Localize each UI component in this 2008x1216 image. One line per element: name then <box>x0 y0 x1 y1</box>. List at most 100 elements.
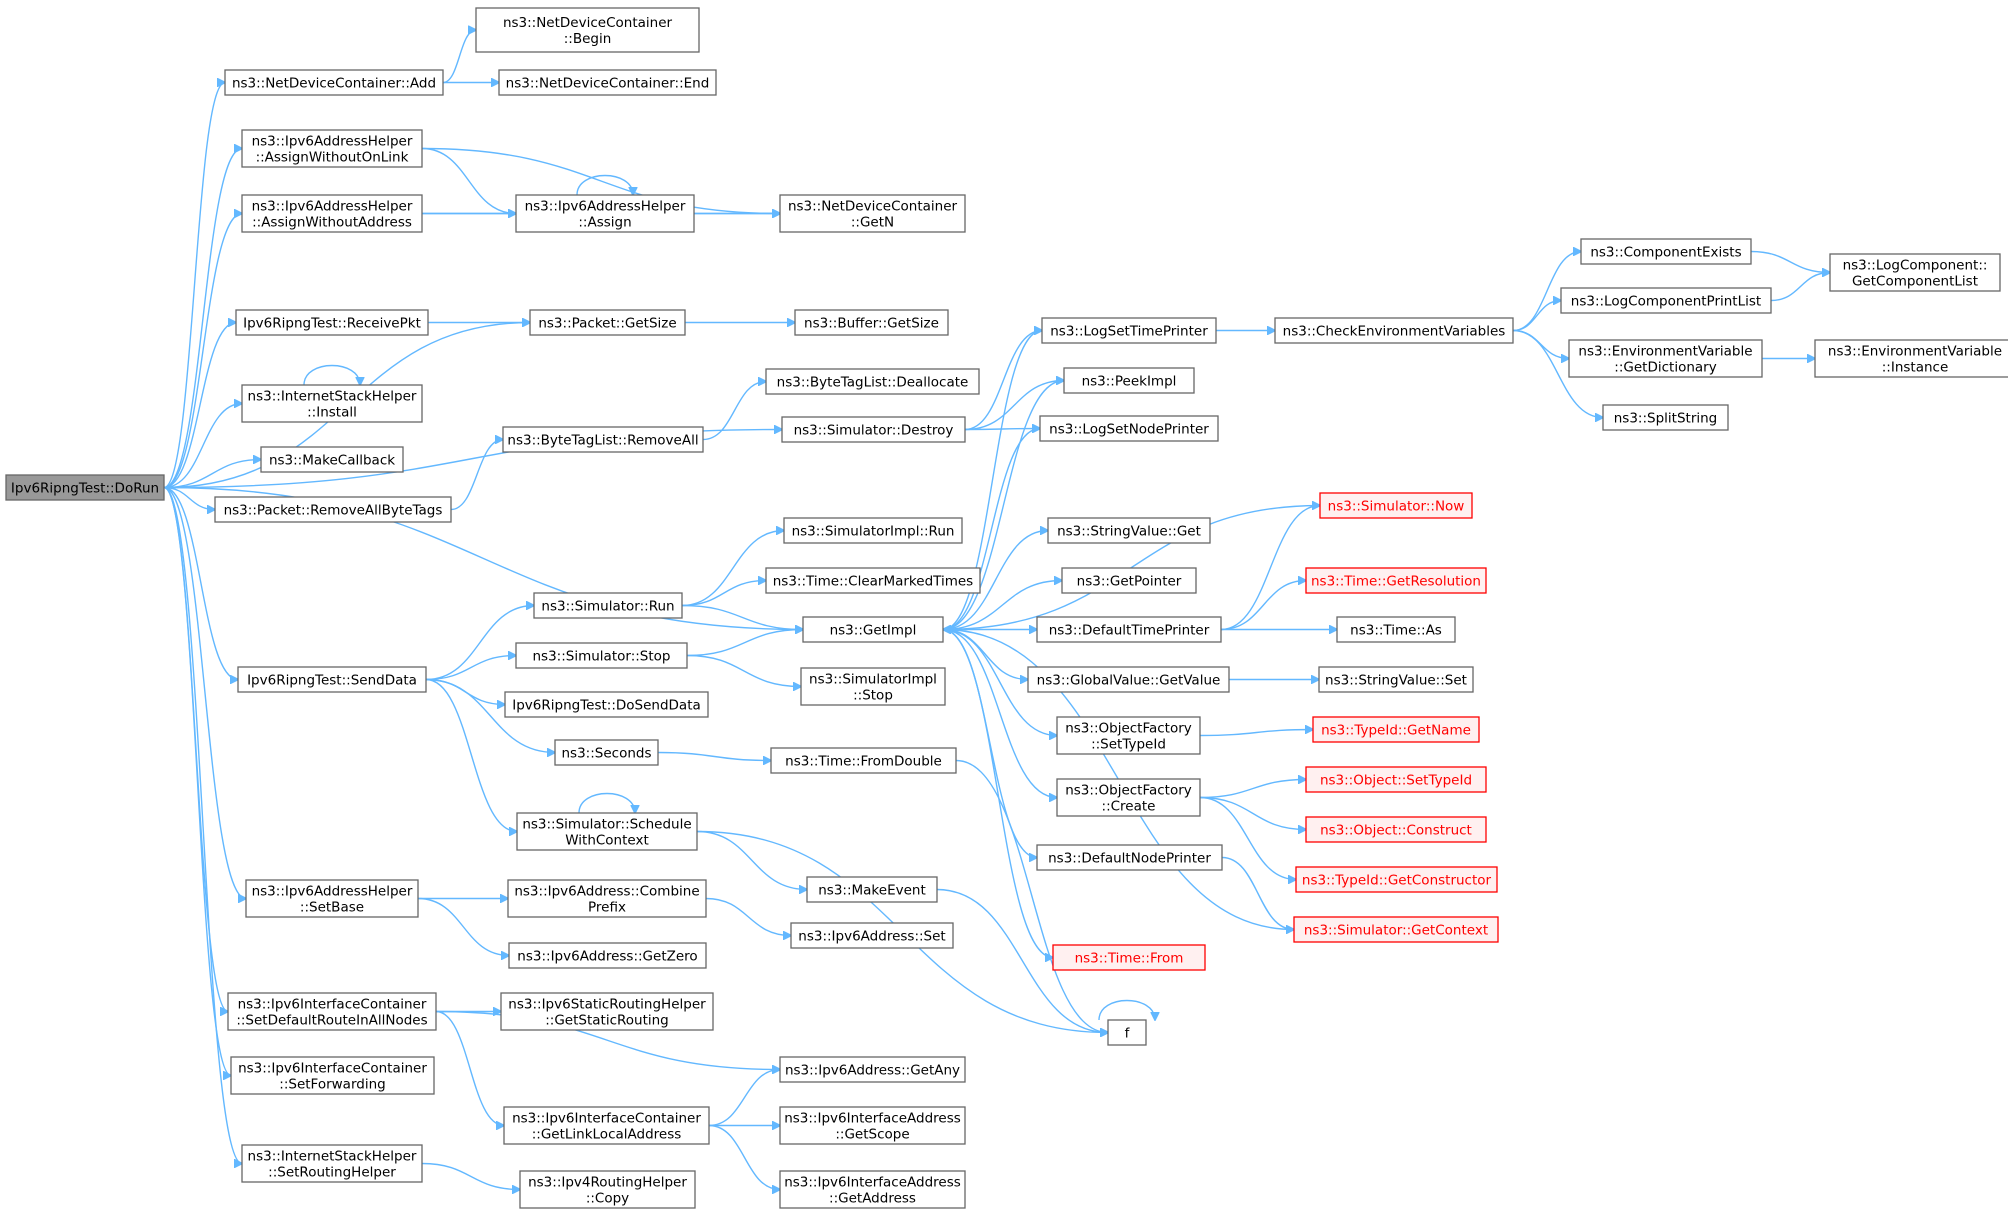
node-iic_setdef[interactable]: ns3::Ipv6InterfaceContainer::SetDefaultR… <box>227 992 437 1031</box>
node-dosenddata[interactable]: Ipv6RipngTest::DoSendData <box>504 691 709 718</box>
node-seconds[interactable]: ns3::Seconds <box>554 739 659 766</box>
node-pkt_rmtags[interactable]: ns3::Packet::RemoveAllByteTags <box>214 496 452 523</box>
node-box <box>237 666 427 693</box>
node-splitstring[interactable]: ns3::SplitString <box>1602 404 1729 431</box>
node-label: GetComponentList <box>1852 274 1978 290</box>
node-sim_destroy[interactable]: ns3::Simulator::Destroy <box>781 416 966 443</box>
node-time_clear[interactable]: ns3::Time::ClearMarkedTimes <box>765 567 981 594</box>
call-edge-dorun-to-iah_setbase <box>163 486 246 899</box>
node-typeid_getname[interactable]: ns3::TypeId::GetName <box>1312 716 1480 743</box>
node-box <box>533 592 683 619</box>
node-label: ns3::Ipv6InterfaceAddress <box>784 1111 961 1127</box>
node-getimpl[interactable]: ns3::GetImpl <box>802 616 944 643</box>
node-i4rh_copy[interactable]: ns3::Ipv4RoutingHelper::Copy <box>519 1170 696 1209</box>
node-sim_stop[interactable]: ns3::Simulator::Stop <box>515 642 688 669</box>
node-logcompprint[interactable]: ns3::LogComponentPrintList <box>1560 287 1772 314</box>
node-btl_rmall[interactable]: ns3::ByteTagList::RemoveAll <box>502 426 704 453</box>
node-logcomp_getlist[interactable]: ns3::LogComponent::GetComponentList <box>1829 253 2001 292</box>
node-envvar_getdict[interactable]: ns3::EnvironmentVariable::GetDictionary <box>1568 339 1763 378</box>
node-iic_setfwd[interactable]: ns3::Ipv6InterfaceContainer::SetForwardi… <box>230 1056 435 1095</box>
node-label: ns3::Simulator::GetContext <box>1304 923 1488 939</box>
node-makeevent[interactable]: ns3::MakeEvent <box>806 876 938 903</box>
node-simimpl_stop[interactable]: ns3::SimulatorImpl::Stop <box>800 667 946 706</box>
node-assign[interactable]: ns3::Ipv6AddressHelper::Assign <box>515 194 695 233</box>
node-compexists[interactable]: ns3::ComponentExists <box>1580 238 1752 265</box>
node-label: ns3::NetDeviceContainer::Add <box>232 76 436 92</box>
node-iah_setbase[interactable]: ns3::Ipv6AddressHelper::SetBase <box>245 879 419 918</box>
call-edge-time_fromdouble-to-f <box>955 759 1108 1033</box>
node-iic_getlla[interactable]: ns3::Ipv6InterfaceContainer::GetLinkLoca… <box>503 1106 710 1145</box>
node-of_create[interactable]: ns3::ObjectFactory::Create <box>1056 778 1201 817</box>
node-awol[interactable]: ns3::Ipv6AddressHelper::AssignWithoutOnL… <box>241 129 423 168</box>
node-f[interactable]: f <box>1107 1019 1147 1046</box>
node-iia_getaddr[interactable]: ns3::Ipv6InterfaceAddress::GetAddress <box>779 1170 966 1209</box>
call-edge-f-to-f <box>1098 999 1155 1021</box>
node-box <box>1039 415 1219 442</box>
node-box <box>504 691 709 718</box>
node-pkt_getsize[interactable]: ns3::Packet::GetSize <box>529 309 686 336</box>
node-logsetnode[interactable]: ns3::LogSetNodePrinter <box>1039 415 1219 442</box>
node-defnodeprinter[interactable]: ns3::DefaultNodePrinter <box>1036 844 1223 871</box>
node-logsettime[interactable]: ns3::LogSetTimePrinter <box>1041 317 1217 344</box>
call-edge-dorun-to-senddata <box>163 486 238 680</box>
node-gv_getvalue[interactable]: ns3::GlobalValue::GetValue <box>1027 666 1230 693</box>
call-edge-dorun-to-ndc_add <box>163 83 225 489</box>
node-addr_set[interactable]: ns3::Ipv6Address::Set <box>790 922 954 949</box>
node-addr_getany[interactable]: ns3::Ipv6Address::GetAny <box>779 1056 966 1083</box>
node-ish_setrh[interactable]: ns3::InternetStackHelper::SetRoutingHelp… <box>241 1144 423 1183</box>
node-awoa[interactable]: ns3::Ipv6AddressHelper::AssignWithoutAdd… <box>241 194 423 233</box>
node-makecb[interactable]: ns3::MakeCallback <box>260 446 404 473</box>
node-box <box>224 69 444 96</box>
node-time_from[interactable]: ns3::Time::From <box>1052 944 1206 971</box>
node-label: ns3::Ipv6Address::GetZero <box>517 949 697 965</box>
node-box <box>1107 1019 1147 1046</box>
node-peekimpl[interactable]: ns3::PeekImpl <box>1063 367 1195 394</box>
node-getpointer[interactable]: ns3::GetPointer <box>1061 567 1197 594</box>
call-edge-dorun-to-awol <box>163 149 242 489</box>
node-deftimeprinter[interactable]: ns3::DefaultTimePrinter <box>1036 616 1222 643</box>
node-ndc_add[interactable]: ns3::NetDeviceContainer::Add <box>224 69 444 96</box>
node-envvar_instance[interactable]: ns3::EnvironmentVariable::Instance <box>1814 339 2008 378</box>
node-recvpkt[interactable]: Ipv6RipngTest::ReceivePkt <box>235 309 429 336</box>
node-senddata[interactable]: Ipv6RipngTest::SendData <box>237 666 427 693</box>
node-time_getres[interactable]: ns3::Time::GetResolution <box>1305 567 1487 594</box>
node-btl_dealloc[interactable]: ns3::ByteTagList::Deallocate <box>765 368 980 395</box>
node-label: ::SetBase <box>300 900 364 916</box>
node-typeid_getctor[interactable]: ns3::TypeId::GetConstructor <box>1295 866 1498 893</box>
node-buf_getsize[interactable]: ns3::Buffer::GetSize <box>794 309 949 336</box>
node-box <box>1318 666 1474 693</box>
node-sim_now[interactable]: ns3::Simulator::Now <box>1319 492 1473 519</box>
call-edge-getimpl-to-logsetnode <box>942 429 1040 631</box>
node-simimpl_run[interactable]: ns3::SimulatorImpl::Run <box>783 517 963 544</box>
node-strval_get[interactable]: ns3::StringValue::Get <box>1047 517 1211 544</box>
node-iia_getscope[interactable]: ns3::Ipv6InterfaceAddress::GetScope <box>779 1106 966 1145</box>
node-time_fromdouble[interactable]: ns3::Time::FromDouble <box>770 747 957 774</box>
call-edge-senddata-to-sim_swc <box>425 678 517 832</box>
call-edge-deftimeprinter-to-sim_now <box>1220 506 1320 631</box>
node-obj_settypeid[interactable]: ns3::Object::SetTypeId <box>1305 766 1487 793</box>
node-label: ns3::Packet::GetSize <box>538 316 676 332</box>
node-isrh_getsr[interactable]: ns3::Ipv6StaticRoutingHelper::GetStaticR… <box>500 992 714 1031</box>
node-ndc_getn[interactable]: ns3::NetDeviceContainer::GetN <box>779 194 966 233</box>
node-of_settypeid[interactable]: ns3::ObjectFactory::SetTypeId <box>1056 716 1201 755</box>
call-edge-sim_swc-to-makeevent <box>696 830 807 890</box>
node-dorun[interactable]: Ipv6RipngTest::DoRun <box>5 474 165 501</box>
node-addr_getzero[interactable]: ns3::Ipv6Address::GetZero <box>508 942 707 969</box>
node-sim_run[interactable]: ns3::Simulator::Run <box>533 592 683 619</box>
call-edge-pkt_rmtags-to-btl_rmall <box>450 440 503 511</box>
call-edge-senddata-to-sim_run <box>425 606 534 681</box>
node-ndc_begin[interactable]: ns3::NetDeviceContainer::Begin <box>475 7 700 53</box>
node-label: ::SetRoutingHelper <box>268 1165 396 1181</box>
node-sim_getctx[interactable]: ns3::Simulator::GetContext <box>1293 916 1499 943</box>
node-strval_set[interactable]: ns3::StringValue::Set <box>1318 666 1474 693</box>
node-ndc_end[interactable]: ns3::NetDeviceContainer::End <box>498 69 717 96</box>
node-time_as[interactable]: ns3::Time::As <box>1336 616 1456 643</box>
node-label: ns3::LogSetTimePrinter <box>1050 324 1208 340</box>
node-ish_install[interactable]: ns3::InternetStackHelper::Install <box>241 384 423 423</box>
node-checkenv[interactable]: ns3::CheckEnvironmentVariables <box>1274 317 1514 344</box>
node-obj_construct[interactable]: ns3::Object::Construct <box>1305 816 1487 843</box>
node-box <box>1061 567 1197 594</box>
node-box <box>1274 317 1514 344</box>
